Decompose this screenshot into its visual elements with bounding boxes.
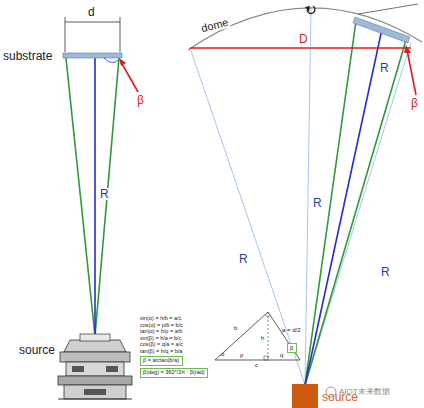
dimension-tick [65,17,66,52]
source-block: source [292,384,318,408]
ray-line [190,48,305,385]
dome-arc [188,8,422,50]
label: R [238,253,249,265]
label: β [136,94,145,106]
source-equipment [58,334,132,399]
ray-line [305,40,406,385]
label: d [88,6,95,18]
formula-text: sin(β) = h/a = b/c [140,336,181,342]
label: substrate [3,50,52,62]
label: p [240,352,243,358]
formula-text: β(deg) = 360°/2π · β(rad) [143,370,205,376]
diameter-line [190,47,411,48]
label: β [410,97,419,109]
formula-box: β = arctan(b/a) [140,356,183,366]
angle-arc [104,58,118,63]
ray-line [94,58,96,336]
label: h [261,335,264,341]
ray-line [305,21,356,385]
ray-line [305,29,382,385]
label: R [380,266,391,278]
label: R [312,197,323,209]
label: c [255,362,258,368]
dimension-line [65,22,120,23]
arrow-head [404,45,411,53]
source-label: source [322,391,358,403]
label: b [234,325,237,331]
formula-text: tan(α) = h/p = a/b [140,329,182,335]
label: source [18,344,56,356]
label: D [298,33,309,45]
rotation-symbol [305,6,310,12]
arrow-head [119,58,126,66]
label: R [99,188,110,200]
triangle-figure [215,312,300,360]
substrate-plate [353,17,410,43]
ray-line [95,58,119,336]
label: q [280,352,283,358]
pointer-arrow [407,50,416,95]
formula-text: cos(α) = p/b = b/c [140,323,183,329]
ray-line [305,42,411,385]
label: α [221,351,224,357]
formula-box: β [287,343,297,353]
formula-text: β [290,345,294,351]
label: dome [199,17,230,35]
label: a = d/2 [282,327,301,333]
formula-box: β(deg) = 360°/2π · β(rad) [140,368,208,378]
formula-text: tan(β) = h/q = b/a [140,349,182,355]
ray-line [66,58,95,336]
label: R [379,62,390,74]
substrate-plate [63,53,122,58]
formula-text: β = arctan(b/a) [143,358,180,364]
dimension-line [358,4,418,14]
ray-line [305,8,311,385]
formula-text: cos(β) = q/a = a/c [140,342,183,348]
formula-text: sin(α) = h/b = a/c [140,316,181,322]
pointer-arrow [121,62,138,92]
dimension-tick [120,17,121,52]
